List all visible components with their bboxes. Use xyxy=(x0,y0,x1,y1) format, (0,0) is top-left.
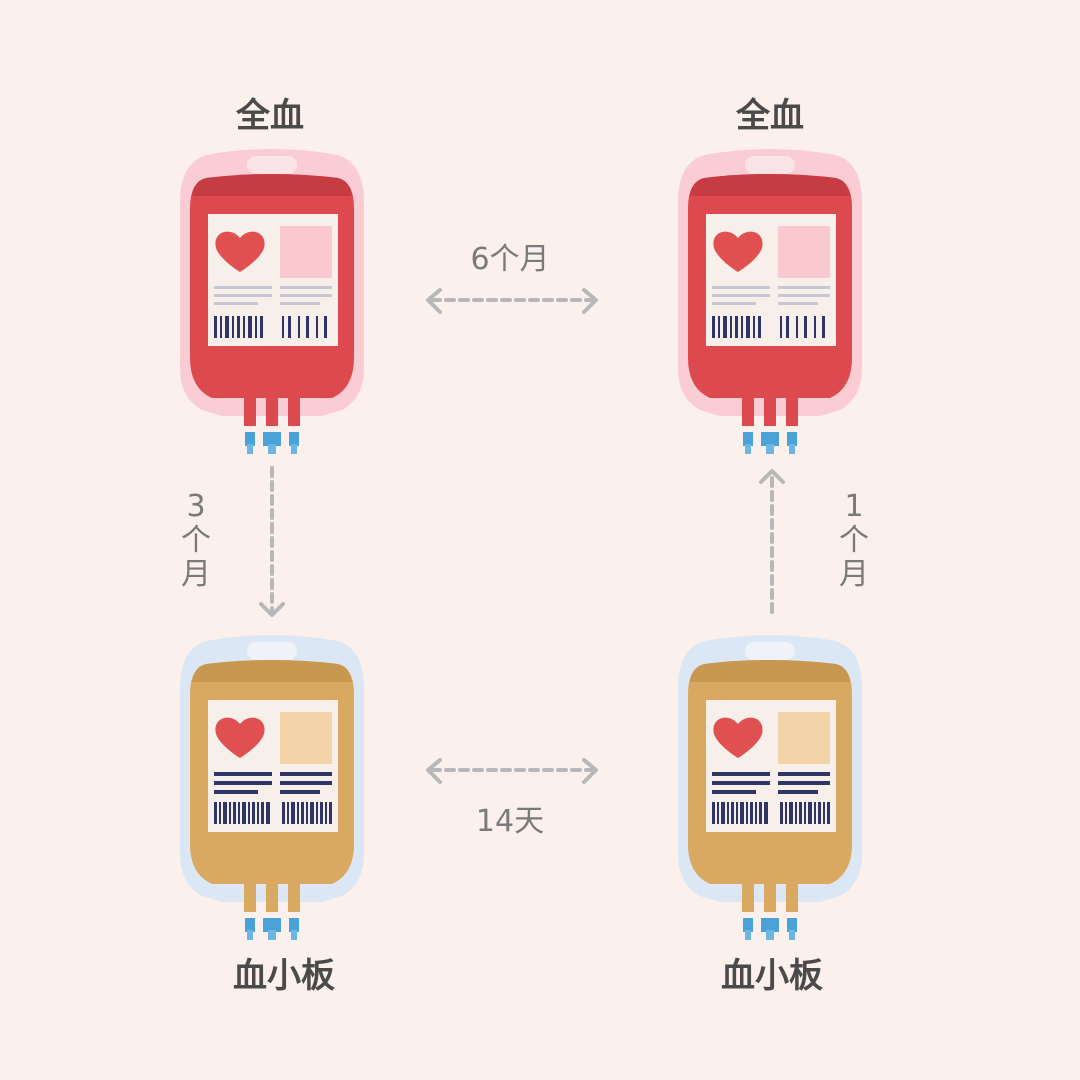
node-label-bottom-left: 血小板 xyxy=(233,956,335,996)
arrow-top-left-head xyxy=(426,288,442,314)
node-label-top-left: 全血 xyxy=(236,96,304,136)
platelet-bag-bottom-left xyxy=(180,635,364,940)
interval-label-top: 6个月 xyxy=(470,242,550,277)
whole-blood-bag-top-left xyxy=(180,149,364,454)
node-label-bottom-right: 血小板 xyxy=(721,956,823,996)
interval-label-right: 1个月 xyxy=(839,489,869,592)
arrow-left-head xyxy=(259,602,285,617)
arrow-top-right-head xyxy=(582,288,598,314)
arrow-bottom-left-head xyxy=(426,758,442,784)
platelet-bag-bottom-right xyxy=(678,635,862,940)
interval-label-bottom: 14天 xyxy=(475,804,545,839)
arrow-right-head xyxy=(759,469,785,484)
whole-blood-bag-top-right xyxy=(678,149,862,454)
interval-label-left: 3个月 xyxy=(181,489,211,592)
node-label-top-right: 全血 xyxy=(736,96,804,136)
arrow-bottom-right-head xyxy=(582,758,598,784)
